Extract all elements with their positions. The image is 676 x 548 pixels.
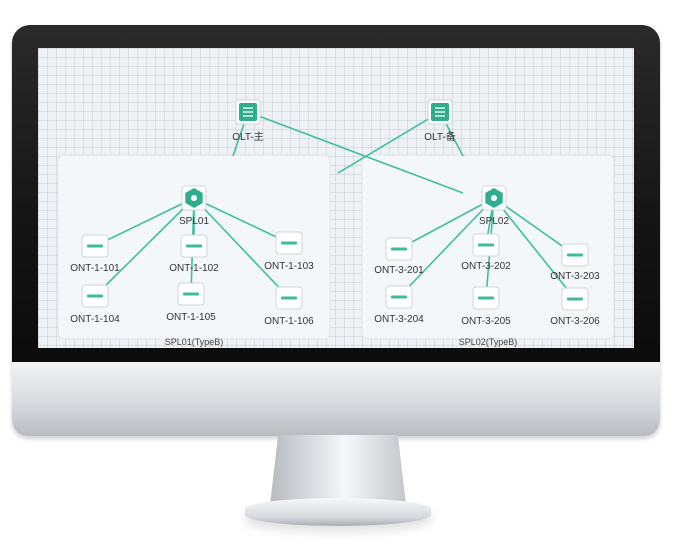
splitter-icon-spl01[interactable] (181, 185, 207, 211)
nodes-layer (81, 99, 589, 311)
link-splitter-to-ont (493, 197, 576, 300)
link-splitter-to-ont (193, 197, 290, 299)
link-splitter-to-ont (193, 197, 290, 244)
olt-main-icon[interactable] (235, 99, 261, 125)
ont-icon[interactable] (81, 284, 109, 308)
ont-icon[interactable] (275, 231, 303, 255)
splitter-label-spl01: SPL01 (179, 216, 209, 227)
ont-label: ONT-1-103 (264, 261, 314, 272)
ont-icon[interactable] (177, 282, 205, 306)
ont-icon[interactable] (472, 286, 500, 310)
link-splitter-to-ont (398, 197, 495, 250)
group-label-spl01: SPL01(TypeB) (165, 337, 224, 347)
ont-icon[interactable] (561, 243, 589, 267)
link-splitter-to-ont (398, 197, 495, 298)
ont-label: ONT-3-206 (550, 316, 600, 327)
link-olt-main-to-group2 (247, 111, 464, 194)
monitor-frame: OLT-主 OLT-备 SPL01 SPL02 ONT-1-101 ONT-1-… (12, 25, 660, 436)
topology-diagram: OLT-主 OLT-备 SPL01 SPL02 ONT-1-101 ONT-1-… (57, 99, 615, 347)
olt-label-main: OLT-主 (232, 131, 263, 143)
ont-label: ONT-1-106 (264, 316, 314, 327)
splitter-icon-spl02[interactable] (481, 185, 507, 211)
ont-label: ONT-1-104 (70, 314, 120, 325)
link-splitter-to-ont (493, 197, 576, 256)
ont-label: ONT-1-105 (166, 312, 216, 323)
link-olt-backup-to-group1 (337, 111, 441, 174)
monitor-stand-base (245, 498, 431, 526)
topology-screen: OLT-主 OLT-备 SPL01 SPL02 ONT-1-101 ONT-1-… (38, 48, 634, 348)
ont-icon[interactable] (275, 286, 303, 310)
ont-label: ONT-3-205 (461, 316, 511, 327)
splitter-label-spl02: SPL02 (479, 216, 509, 227)
olt-backup-icon[interactable] (427, 99, 453, 125)
ont-label: ONT-1-101 (70, 263, 120, 274)
monitor-chin (12, 362, 660, 436)
ont-label: ONT-3-204 (374, 314, 424, 325)
link-splitter-to-ont (94, 197, 195, 247)
ont-label: ONT-3-201 (374, 265, 424, 276)
ont-label: ONT-3-203 (550, 271, 600, 282)
ont-icon[interactable] (561, 287, 589, 311)
link-splitter-to-ont (94, 197, 195, 297)
ont-icon[interactable] (385, 237, 413, 261)
group-label-spl02: SPL02(TypeB) (459, 337, 518, 347)
ont-icon[interactable] (180, 234, 208, 258)
ont-icon[interactable] (472, 233, 500, 257)
monitor-stand-neck (270, 435, 406, 505)
olt-label-backup: OLT-备 (424, 130, 455, 143)
ont-icon[interactable] (385, 285, 413, 309)
ont-label: ONT-3-202 (461, 261, 511, 272)
ont-label: ONT-1-102 (169, 263, 219, 274)
ont-icon[interactable] (81, 234, 109, 258)
